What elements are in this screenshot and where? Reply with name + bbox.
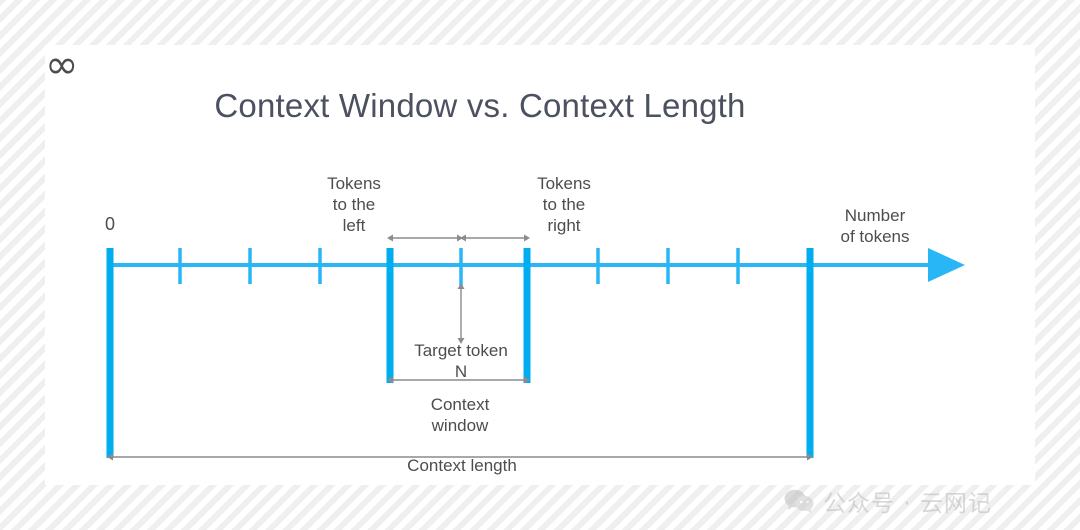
axis-origin-label: 0: [104, 214, 115, 234]
wechat-icon: [784, 489, 814, 513]
tokens-to-the-right-label: Tokens to the right: [537, 174, 591, 235]
watermark-text: 公众号 · 云网记: [823, 491, 992, 517]
tokens-to-the-left-label: Tokens to the left: [327, 174, 381, 235]
page-title: Context Window vs. Context Length: [214, 87, 746, 124]
axis-arrowhead-icon: [928, 248, 965, 282]
context-window-label: Context window: [430, 395, 490, 435]
context-length-label: Context length: [407, 456, 517, 475]
number-of-tokens-label: Number of tokens: [840, 206, 910, 246]
watermark: 公众号 · 云网记: [784, 484, 992, 518]
slide-card: Context Window vs. Context Length: [45, 45, 1035, 485]
infinity-symbol-icon: ∞: [45, 42, 79, 88]
target-token-label: Target token N: [414, 341, 508, 381]
